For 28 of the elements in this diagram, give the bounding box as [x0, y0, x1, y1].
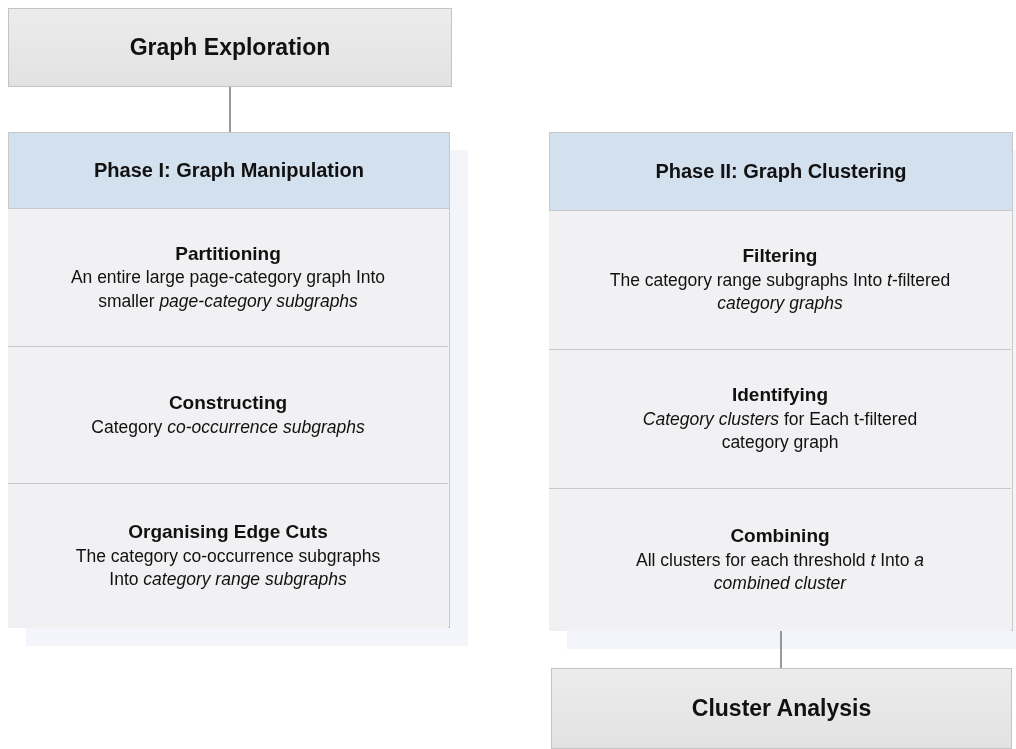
step-description: Category co-occurrence subgraphs: [91, 415, 365, 439]
step-title: Identifying: [731, 383, 829, 408]
step-description: An entire large page-category graph Into smaller page-category subgraphs: [69, 266, 387, 313]
step-box: [549, 488, 1011, 631]
step-box: [8, 483, 448, 628]
step-box: [549, 349, 1011, 488]
step-description: All clusters for each threshold t Into a combined cluster: [635, 548, 925, 596]
terminal-box: [551, 668, 1012, 749]
connector-line: [780, 630, 782, 669]
step-description: The category range subgraphs Into t-filtered category graphs: [609, 268, 951, 316]
box-title: Graph Exploration: [129, 34, 331, 61]
phase-heading: Phase I: Graph Manipulation: [9, 133, 449, 209]
step-box: [549, 210, 1011, 349]
connector-line: [229, 86, 231, 133]
phase-panel: [8, 132, 450, 628]
step-title: Organising Edge Cuts: [128, 520, 328, 545]
phase-panel: [549, 132, 1013, 631]
phase-heading: Phase II: Graph Clustering: [550, 133, 1012, 211]
step-description: The category co-occurrence subgraphs Into category range subgraphs: [74, 544, 382, 592]
step-title: Partitioning: [175, 241, 281, 266]
terminal-box: [8, 8, 452, 87]
box-title: Cluster Analysis: [691, 695, 872, 722]
step-description: Category clusters for Each t-filtered category graph: [641, 407, 919, 455]
step-box: [8, 208, 448, 346]
step-title: Constructing: [168, 390, 288, 415]
step-box: [8, 346, 448, 483]
step-title: Combining: [730, 524, 830, 549]
step-title: Filtering: [742, 244, 818, 269]
